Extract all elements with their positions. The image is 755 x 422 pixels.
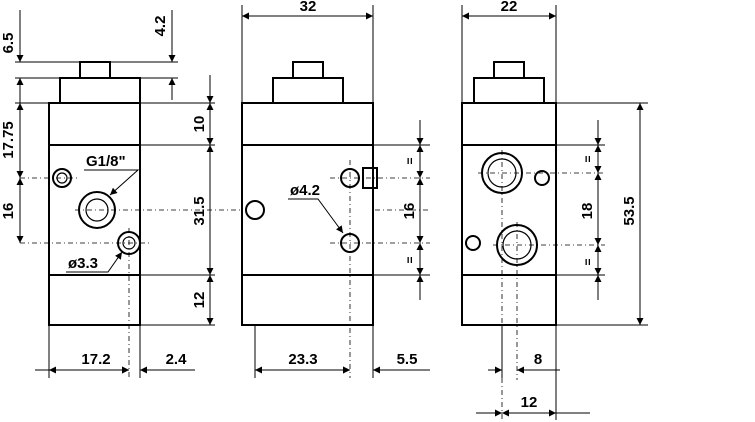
right-body bbox=[461, 102, 557, 326]
left-plunger bbox=[79, 61, 111, 79]
left-dim-17-2: 17.2 bbox=[81, 351, 110, 368]
left-view: 6.5 17.75 16 4.2 10 31.5 12 17.2 2.4 bbox=[0, 10, 240, 378]
middle-plunger bbox=[292, 61, 324, 79]
left-hole-label: ø3.3 bbox=[68, 255, 98, 272]
middle-dim-eq-bottom: = bbox=[403, 256, 417, 263]
left-dim-10: 10 bbox=[191, 116, 208, 133]
left-cap bbox=[59, 77, 141, 104]
left-dim-17-75: 17.75 bbox=[0, 121, 17, 159]
right-view: 22 = 18 = 53.5 8 12 bbox=[461, 0, 648, 420]
right-cap bbox=[473, 77, 545, 104]
right-plunger bbox=[493, 61, 525, 79]
right-dim-eq-top: = bbox=[581, 155, 595, 162]
left-dim-12: 12 bbox=[191, 292, 208, 309]
left-hole-leader bbox=[66, 251, 123, 273]
left-thread-label: G1/8" bbox=[86, 153, 126, 170]
left-dim-16: 16 bbox=[0, 203, 17, 220]
right-dim-22: 22 bbox=[501, 0, 518, 15]
right-dim-53-5: 53.5 bbox=[621, 196, 638, 225]
right-dim-18: 18 bbox=[579, 203, 596, 220]
right-dim-8: 8 bbox=[534, 351, 542, 368]
right-small-hole-2 bbox=[465, 235, 481, 251]
middle-dim-5-5: 5.5 bbox=[397, 351, 418, 368]
right-dim-eq-bottom: = bbox=[581, 258, 595, 265]
right-dim-12: 12 bbox=[521, 394, 538, 411]
middle-dim-23-3: 23.3 bbox=[288, 351, 317, 368]
middle-dim-eq-top: = bbox=[403, 157, 417, 164]
middle-dim-32: 32 bbox=[300, 0, 317, 15]
middle-hole-left bbox=[245, 200, 265, 220]
right-small-hole-1 bbox=[534, 170, 550, 186]
left-dim-31-5: 31.5 bbox=[191, 196, 208, 225]
left-dim-6-5: 6.5 bbox=[0, 33, 17, 54]
left-dim-2-4: 2.4 bbox=[166, 351, 188, 368]
middle-hole-label: ø4.2 bbox=[290, 182, 320, 199]
middle-dim-16: 16 bbox=[401, 203, 418, 220]
middle-body bbox=[241, 102, 374, 326]
left-port-hole bbox=[78, 191, 116, 229]
middle-hole-leader bbox=[288, 198, 344, 234]
left-dim-4-2: 4.2 bbox=[152, 16, 169, 37]
middle-view: 32 = 16 = ø4.2 23.3 5.5 bbox=[241, 0, 430, 378]
left-thread-leader bbox=[84, 169, 140, 196]
middle-cap bbox=[272, 77, 344, 104]
